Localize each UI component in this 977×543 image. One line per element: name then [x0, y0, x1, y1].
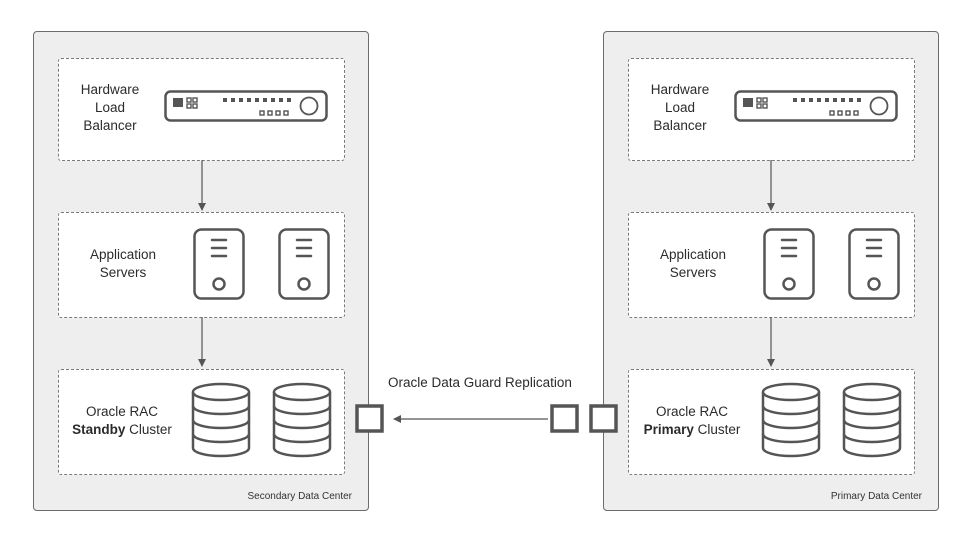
secondary-load-balancer-label: Hardware Load Balancer — [80, 82, 140, 133]
secondary-application-label: Application Servers — [89, 247, 157, 280]
primary-load-balancer-tier: Hardware Load Balancer — [628, 58, 915, 161]
secondary-database-label: Oracle RAC Standby Cluster — [72, 404, 172, 437]
server-icon — [278, 228, 330, 300]
standby-label: Standby — [72, 422, 126, 437]
primary-load-balancer-label: Hardware Load Balancer — [650, 82, 710, 133]
database-icon — [272, 382, 332, 458]
primary-data-center-caption: Primary Data Center — [830, 491, 922, 502]
database-icon — [191, 382, 251, 458]
secondary-database-tier: Oracle RAC Standby Cluster — [58, 369, 345, 475]
server-icon — [193, 228, 245, 300]
primary-application-label: Application Servers — [659, 247, 727, 280]
server-icon — [763, 228, 815, 300]
load-balancer-icon — [734, 90, 898, 122]
replication-endpoint-icon — [550, 404, 579, 433]
server-icon — [848, 228, 900, 300]
primary-database-label: Oracle RAC Primary Cluster — [643, 404, 741, 437]
secondary-data-center-caption: Secondary Data Center — [247, 491, 352, 502]
secondary-data-center: Hardware Load Balancer — [33, 31, 369, 511]
database-icon — [842, 382, 902, 458]
primary-data-center: Hardware Load Balancer — [603, 31, 939, 511]
secondary-application-tier: Application Servers — [58, 212, 345, 318]
replication-label: Oracle Data Guard Replication — [388, 375, 572, 390]
database-icon — [761, 382, 821, 458]
primary-application-tier: Application Servers — [628, 212, 915, 318]
load-balancer-icon — [164, 90, 328, 122]
primary-label: Primary — [643, 422, 694, 437]
primary-database-tier: Oracle RAC Primary Cluster — [628, 369, 915, 475]
secondary-load-balancer-tier: Hardware Load Balancer — [58, 58, 345, 161]
